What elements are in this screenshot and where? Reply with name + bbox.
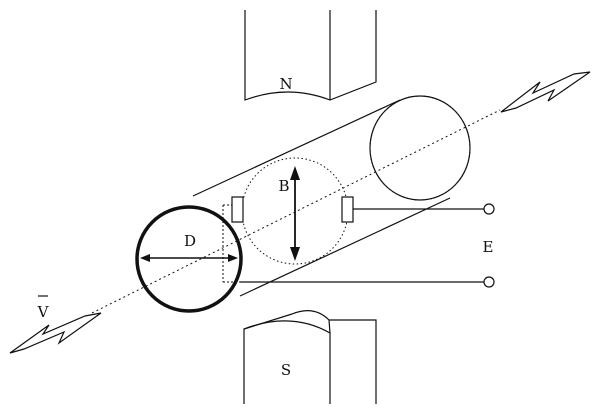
- emf-label: E: [483, 238, 494, 256]
- terminal-bottom: [483, 276, 495, 288]
- velocity-label: V: [37, 303, 50, 321]
- left-electrode: [231, 196, 244, 223]
- diameter-label: D: [184, 232, 196, 250]
- flow-arrow-top: [500, 71, 591, 113]
- output-wiring: E: [222, 203, 495, 288]
- pipe-rear-section: [369, 95, 471, 201]
- pipe-back-outline: [369, 95, 471, 201]
- south-magnet: S: [243, 310, 377, 404]
- magnetic-field-label: B: [278, 177, 289, 195]
- north-pole-label: N: [279, 75, 292, 93]
- flow-axis: [91, 109, 501, 314]
- velocity-label-group: V: [37, 295, 50, 321]
- diameter-dimension: D: [140, 232, 238, 262]
- right-electrode: [341, 196, 354, 223]
- pipe-front-opening: [135, 205, 243, 313]
- pipe: [192, 95, 471, 297]
- flow-arrow-bottom: [9, 312, 102, 354]
- terminal-top: [483, 203, 495, 215]
- magnetic-field-arrow: B: [278, 166, 300, 261]
- south-pole-label: S: [281, 361, 291, 379]
- north-magnet: N: [244, 10, 377, 101]
